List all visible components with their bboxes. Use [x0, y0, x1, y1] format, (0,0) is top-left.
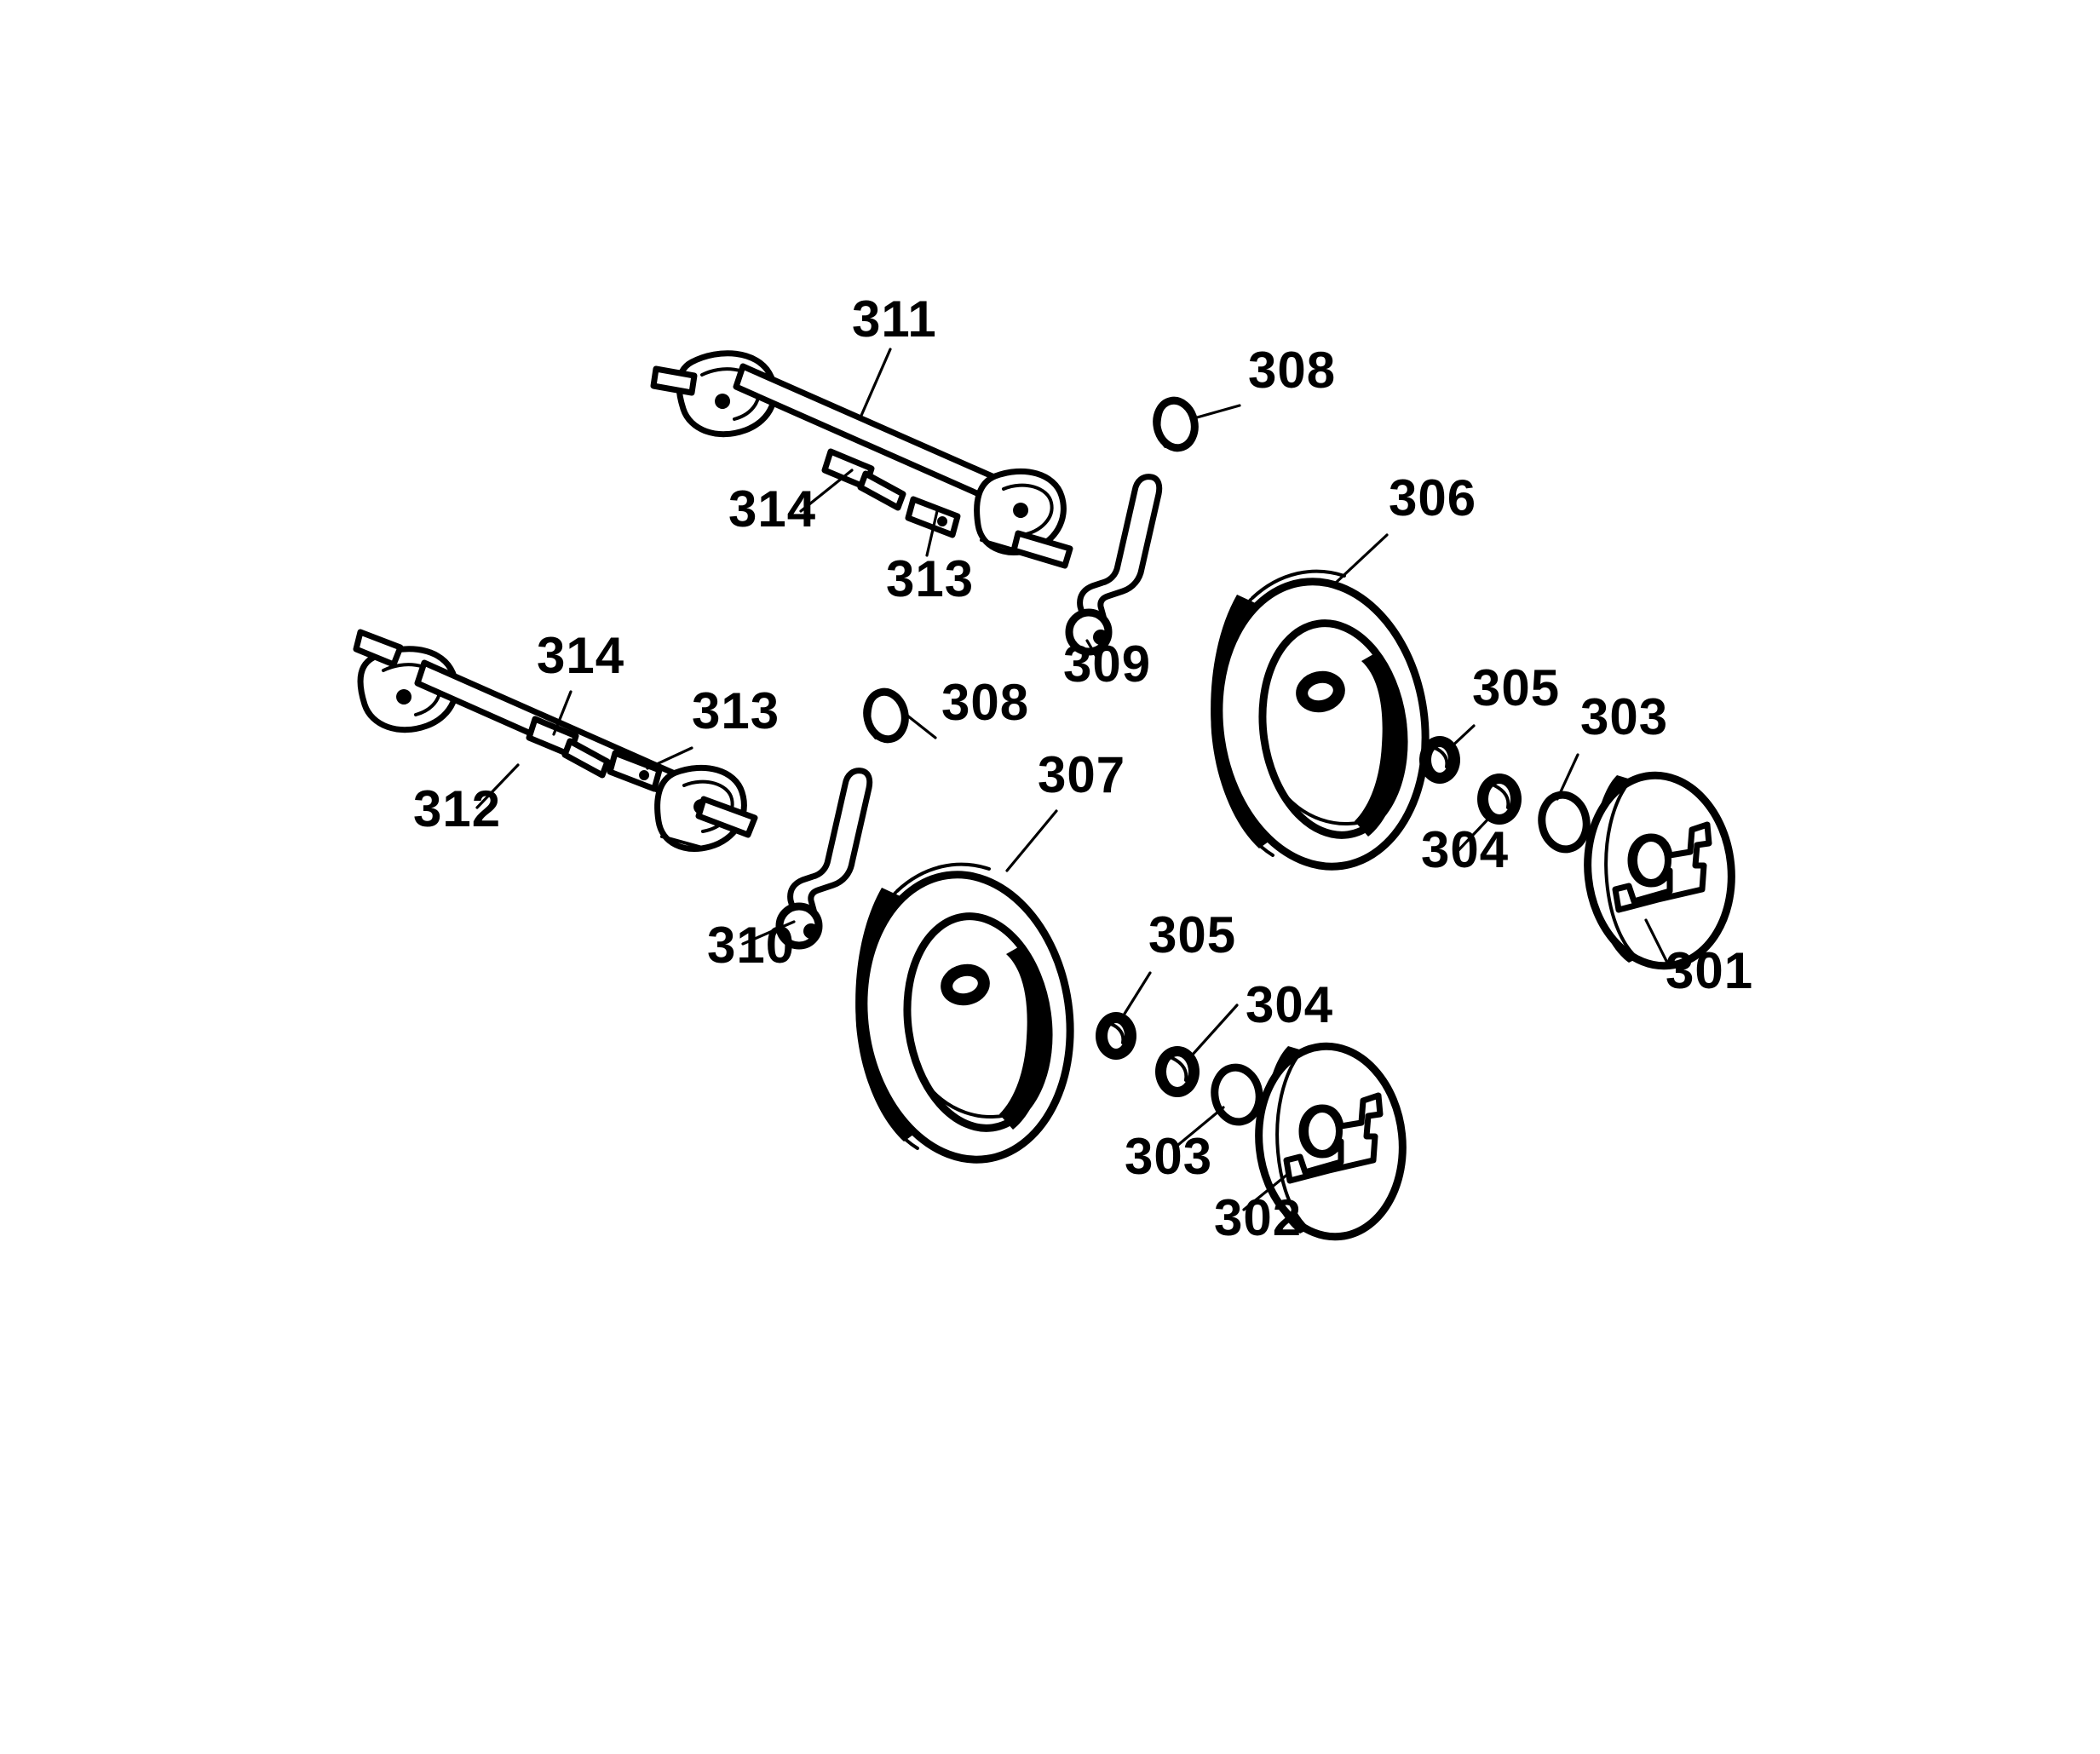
- retaining-ring-upper-303[interactable]: [1538, 791, 1591, 854]
- axle-left-stub-upper: [650, 365, 698, 396]
- leader-lines: [475, 348, 1671, 1211]
- wheel-lower-rim: [903, 912, 1053, 1132]
- leader-313-lower: [646, 746, 693, 770]
- wheel-upper-tire-depth: [1211, 598, 1274, 857]
- wheel-lower-tire-depth: [855, 891, 919, 1150]
- wheel-lower-tire-top-edge: [895, 862, 991, 893]
- callout-label-303-lower[interactable]: 303: [1125, 1128, 1212, 1185]
- hub-cap-lower-center-boss: [1302, 1106, 1343, 1157]
- washer-flat-lower-304[interactable]: [1155, 1046, 1200, 1097]
- callout-label-304-upper[interactable]: 304: [1421, 821, 1509, 878]
- leader-308-lower: [901, 710, 937, 739]
- axle-right-stub-upper: [1010, 530, 1073, 569]
- pin-short-lower[interactable]: [607, 750, 663, 792]
- washer-bearing-lower-305[interactable]: [1096, 1012, 1136, 1060]
- leader-303-upper: [1556, 753, 1579, 801]
- axle-left-bracket-hole-lower: [396, 689, 412, 704]
- leader-314-lower: [552, 690, 572, 736]
- axle-assembly-upper[interactable]: [650, 350, 1073, 569]
- pin-long-upper[interactable]: [821, 448, 906, 511]
- callout-label-314-lower[interactable]: 314: [537, 627, 624, 684]
- wheel-lower-hub-bore: [941, 963, 990, 1006]
- callout-label-302[interactable]: 302: [1214, 1189, 1302, 1246]
- leader-305-lower: [1123, 971, 1152, 1015]
- leader-313-upper: [925, 509, 939, 557]
- callout-label-308-upper[interactable]: 308: [1248, 342, 1336, 399]
- cotter-pin-upper-309[interactable]: [1065, 474, 1163, 656]
- callout-label-305-lower[interactable]: 305: [1148, 906, 1236, 963]
- pin-long-lower[interactable]: [526, 716, 611, 779]
- wheel-upper-tire-top-edge: [1251, 569, 1346, 600]
- leader-310: [741, 920, 796, 946]
- wheel-lower-rim-shade-right: [999, 947, 1047, 1130]
- washer-lower-308[interactable]: [863, 687, 910, 744]
- wheel-upper-hub-bore: [1296, 670, 1345, 713]
- callout-label-306[interactable]: 306: [1389, 469, 1476, 526]
- callout-label-304-lower[interactable]: 304: [1246, 976, 1333, 1033]
- leader-301: [1644, 918, 1671, 969]
- axle-left-stub-lower: [353, 629, 404, 668]
- pin-short-upper[interactable]: [905, 496, 961, 538]
- wheel-upper-rim-shade-right: [1355, 654, 1402, 837]
- leader-311: [859, 348, 892, 419]
- callout-labels: 311 314 313 308 309 306 305 304 303 301 …: [413, 290, 1753, 1246]
- washer-upper-308[interactable]: [1153, 396, 1200, 452]
- axle-right-bracket-inner-upper: [1002, 483, 1054, 537]
- leader-314-upper: [799, 469, 854, 513]
- callout-label-303-upper[interactable]: 303: [1580, 688, 1668, 745]
- leader-305-upper: [1447, 724, 1476, 751]
- cotter-pin-lower-310[interactable]: [775, 768, 873, 950]
- hub-cap-upper-center-boss: [1631, 835, 1671, 886]
- axle-right-bracket-edge-upper: [980, 538, 1024, 554]
- wheel-lower-307[interactable]: [846, 861, 1088, 1173]
- retaining-ring-lower-303[interactable]: [1211, 1063, 1263, 1126]
- wheel-lower-dish-arc: [921, 1077, 1021, 1119]
- callout-label-307[interactable]: 307: [1038, 746, 1125, 803]
- callout-label-309[interactable]: 309: [1063, 635, 1151, 693]
- axle-right-bracket-hole-upper: [1013, 503, 1029, 518]
- leader-302: [1242, 1172, 1290, 1211]
- hub-cap-upper-301[interactable]: [1579, 768, 1740, 973]
- axle-right-bracket-edge-lower: [660, 835, 707, 850]
- callout-label-312[interactable]: 312: [413, 780, 501, 837]
- wheel-upper-rim: [1258, 619, 1408, 839]
- callout-label-310[interactable]: 310: [707, 917, 795, 974]
- callout-label-301[interactable]: 301: [1666, 942, 1753, 999]
- callout-label-305-upper[interactable]: 305: [1472, 659, 1560, 716]
- leader-304-lower: [1189, 1004, 1239, 1058]
- leader-308-upper: [1189, 404, 1241, 421]
- callout-label-313-lower[interactable]: 313: [692, 682, 780, 739]
- hub-cap-lower-302[interactable]: [1250, 1039, 1412, 1244]
- leader-303-lower: [1172, 1106, 1225, 1150]
- callout-label-313-upper[interactable]: 313: [886, 550, 974, 607]
- leader-312: [475, 763, 520, 809]
- leader-307: [1005, 809, 1058, 872]
- callout-label-311[interactable]: 311: [852, 290, 937, 348]
- hub-cap-upper-rim-arc: [1604, 780, 1643, 963]
- leader-309: [1085, 639, 1101, 663]
- hub-cap-lower-rim-arc: [1275, 1051, 1314, 1234]
- wheel-upper-306[interactable]: [1201, 568, 1443, 880]
- leader-304-upper: [1457, 813, 1494, 852]
- wheel-upper-dish-arc: [1276, 784, 1377, 825]
- axle-right-stub-lower: [695, 796, 758, 838]
- callout-label-308-lower[interactable]: 308: [941, 674, 1029, 731]
- washer-flat-upper-304[interactable]: [1477, 773, 1522, 825]
- callout-label-314-upper[interactable]: 314: [728, 480, 816, 538]
- axle-left-bracket-hole-upper: [715, 394, 731, 409]
- leader-306: [1334, 533, 1389, 584]
